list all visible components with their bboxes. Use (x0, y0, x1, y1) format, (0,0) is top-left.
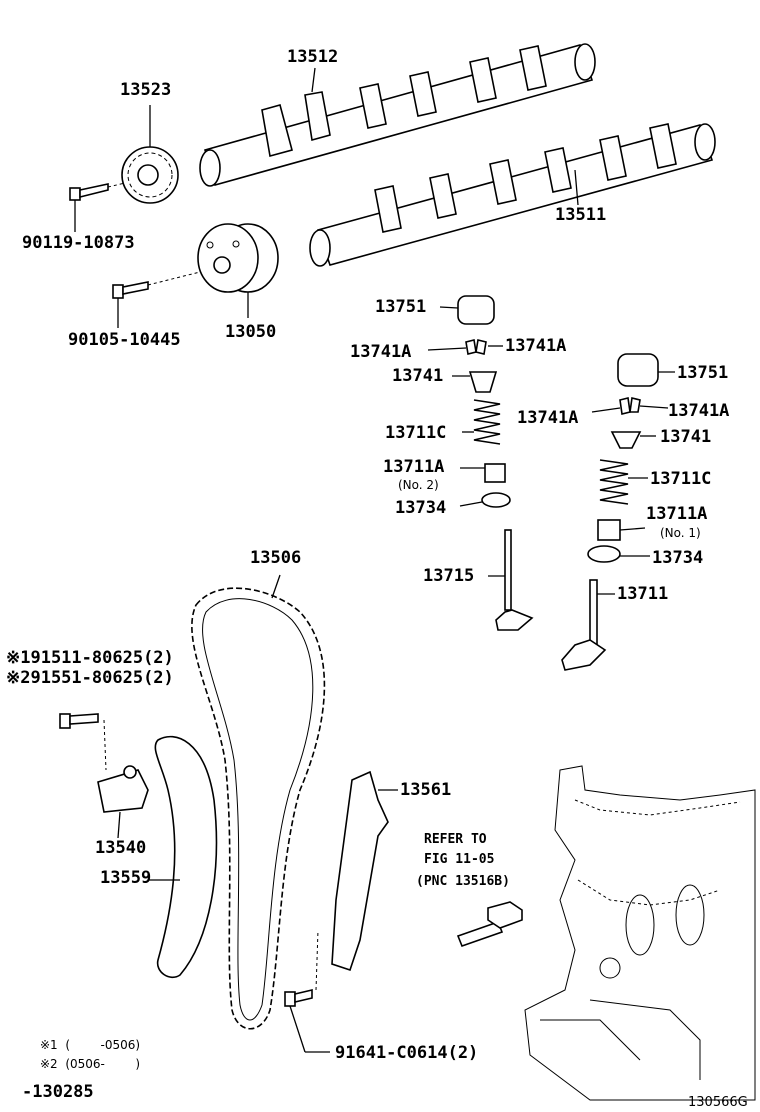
label-13741A-right-2: 13741A (668, 401, 730, 421)
valve-stack-left (427, 295, 511, 508)
oil-jet-part[interactable] (456, 901, 523, 948)
refer-pnc-text: (PNC 13516B) (416, 874, 510, 889)
valve-13715[interactable] (488, 529, 534, 631)
label-13715: 13715 (423, 566, 475, 586)
refer-to-text: REFER TO (424, 832, 487, 847)
figure-id: 130566G (688, 1095, 748, 1110)
label-13050: 13050 (225, 322, 277, 342)
refer-fig-text: FIG 11-05 (424, 852, 495, 867)
label-13540: 13540 (95, 838, 147, 858)
label-13734-right: 13734 (652, 548, 704, 568)
label-13734-left: 13734 (395, 498, 447, 518)
valve-13711[interactable] (561, 579, 615, 671)
label-no1: (No. 1) (660, 526, 701, 540)
bolt-90105[interactable] (112, 271, 201, 328)
timing-chain[interactable] (191, 574, 326, 1030)
label-13561: 13561 (400, 780, 452, 800)
chain-vibration-damper[interactable] (331, 770, 398, 972)
label-13751-right: 13751 (677, 363, 729, 383)
label-13711C-right: 13711C (650, 469, 712, 489)
bolt-90119[interactable] (69, 182, 126, 232)
label-13711A-left: 13711A (383, 457, 445, 477)
cylinder-block (524, 765, 756, 1101)
bolt-91641[interactable] (284, 929, 330, 1053)
label-13512: 13512 (287, 47, 339, 67)
camshaft-exhaust[interactable] (199, 43, 596, 187)
label-13511: 13511 (555, 205, 607, 225)
label-91551-80625: ※291551-80625(2) (6, 668, 174, 688)
date-code: -130285 (22, 1082, 94, 1102)
camshaft-intake[interactable] (309, 123, 716, 267)
label-13506: 13506 (250, 548, 302, 568)
label-13741A-left-2: 13741A (505, 336, 567, 356)
label-13741-right: 13741 (660, 427, 712, 447)
label-13741A-right-1: 13741A (517, 408, 579, 428)
valve-stack-right (587, 353, 675, 563)
label-13751-left: 13751 (375, 297, 427, 317)
vvt-gear-assembly[interactable] (197, 223, 279, 318)
label-13559: 13559 (100, 868, 152, 888)
chain-slipper-guide[interactable] (148, 735, 218, 979)
label-no2: (No. 2) (398, 478, 439, 492)
footnote-1: ※1 ( -0506) (40, 1038, 141, 1052)
label-13711C-left: 13711C (385, 423, 447, 443)
tensioner-bolt[interactable] (59, 713, 107, 771)
label-13711: 13711 (617, 584, 669, 604)
chain-tensioner[interactable] (97, 765, 149, 839)
label-13741-left: 13741 (392, 366, 444, 386)
label-13711A-right: 13711A (646, 504, 708, 524)
label-91511-80625: ※191511-80625(2) (6, 648, 174, 668)
footnote-2: ※2 (0506- ) (40, 1057, 141, 1071)
label-91641-C0614: 91641-C0614(2) (335, 1043, 479, 1063)
label-90119-10873: 90119-10873 (22, 233, 135, 253)
label-13523: 13523 (120, 80, 172, 100)
label-13741A-left-1: 13741A (350, 342, 412, 362)
label-90105-10445: 90105-10445 (68, 330, 181, 350)
camshaft-sprocket[interactable] (121, 105, 179, 204)
